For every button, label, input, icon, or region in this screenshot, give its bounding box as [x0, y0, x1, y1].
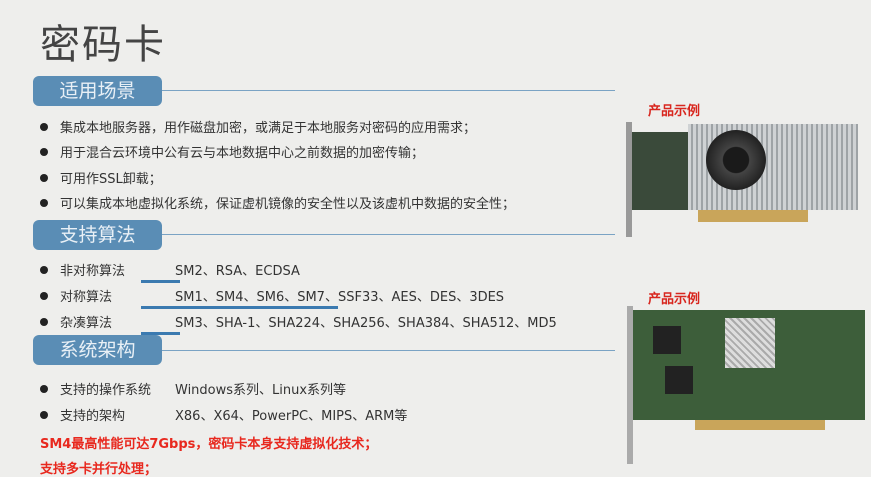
row-label: 支持的操作系统 — [60, 383, 152, 398]
highlight-underline — [141, 332, 180, 335]
bullet-icon — [40, 265, 48, 274]
note-multicard: 支持多卡并行处理； — [40, 462, 158, 477]
heatsink — [725, 318, 775, 368]
list-item: 对称算法 SM1、SM4、SM6、SM7、SSF33、AES、DES、3DES — [40, 286, 504, 305]
bullet-icon — [40, 317, 48, 326]
list-item: 集成本地服务器，用作磁盘加密，或满足于本地服务对密码的应用需求； — [40, 117, 476, 136]
bullet-icon — [40, 173, 48, 182]
bullet-icon — [40, 384, 48, 393]
page-title: 密码卡 — [40, 22, 166, 68]
note-performance: SM4最高性能可达7Gbps，密码卡本身支持虚拟化技术； — [40, 437, 378, 452]
highlight-underline — [141, 280, 180, 283]
pcie-connector — [695, 420, 825, 430]
divider — [162, 90, 615, 91]
bullet-icon — [40, 147, 48, 156]
list-item: 可用作SSL卸载； — [40, 168, 162, 187]
list-item-text: 用于混合云环境中公有云与本地数据中心之前数据的加密传输； — [60, 146, 425, 161]
row-value: SM3、SHA-1、SHA224、SHA256、SHA384、SHA512、MD… — [175, 316, 557, 331]
list-item: 非对称算法 SM2、RSA、ECDSA — [40, 260, 300, 279]
fan-icon — [706, 130, 766, 190]
list-item: 支持的操作系统 Windows系列、Linux系列等 — [40, 379, 346, 398]
product-image-card-1 — [618, 122, 868, 237]
list-item-text: 可用作SSL卸载； — [60, 172, 162, 187]
row-value: Windows系列、Linux系列等 — [175, 383, 347, 398]
row-label: 支持的架构 — [60, 409, 126, 424]
row-value: SM2、RSA、ECDSA — [175, 264, 300, 279]
bullet-icon — [40, 122, 48, 131]
list-item-text: 集成本地服务器，用作磁盘加密，或满足于本地服务对密码的应用需求； — [60, 121, 477, 136]
row-label: 对称算法 — [60, 290, 113, 305]
bullet-icon — [40, 198, 48, 207]
list-item: 支持的架构 X86、X64、PowerPC、MIPS、ARM等 — [40, 405, 407, 424]
row-value: SM1、SM4、SM6、SM7、SSF33、AES、DES、3DES — [175, 290, 505, 305]
highlight-underline — [141, 306, 338, 309]
row-value: X86、X64、PowerPC、MIPS、ARM等 — [175, 409, 408, 424]
pcie-connector — [698, 210, 808, 222]
list-item: 杂凑算法 SM3、SHA-1、SHA224、SHA256、SHA384、SHA51… — [40, 312, 557, 331]
section-header-architecture: 系统架构 — [33, 335, 162, 365]
product-example-label: 产品示例 — [648, 292, 701, 307]
row-label: 非对称算法 — [60, 264, 126, 279]
row-label: 杂凑算法 — [60, 316, 113, 331]
product-example-label: 产品示例 — [648, 104, 701, 119]
list-item-text: 可以集成本地虚拟化系统，保证虚机镜像的安全性以及该虚机中数据的安全性； — [60, 197, 516, 212]
section-header-algorithms: 支持算法 — [33, 220, 162, 250]
bracket — [626, 122, 632, 237]
divider — [162, 350, 615, 351]
list-item: 用于混合云环境中公有云与本地数据中心之前数据的加密传输； — [40, 142, 424, 161]
product-image-card-2 — [625, 306, 870, 464]
bullet-icon — [40, 410, 48, 419]
section-header-scenarios: 适用场景 — [33, 76, 162, 106]
divider — [162, 234, 615, 235]
list-item: 可以集成本地虚拟化系统，保证虚机镜像的安全性以及该虚机中数据的安全性； — [40, 193, 515, 212]
bullet-icon — [40, 291, 48, 300]
